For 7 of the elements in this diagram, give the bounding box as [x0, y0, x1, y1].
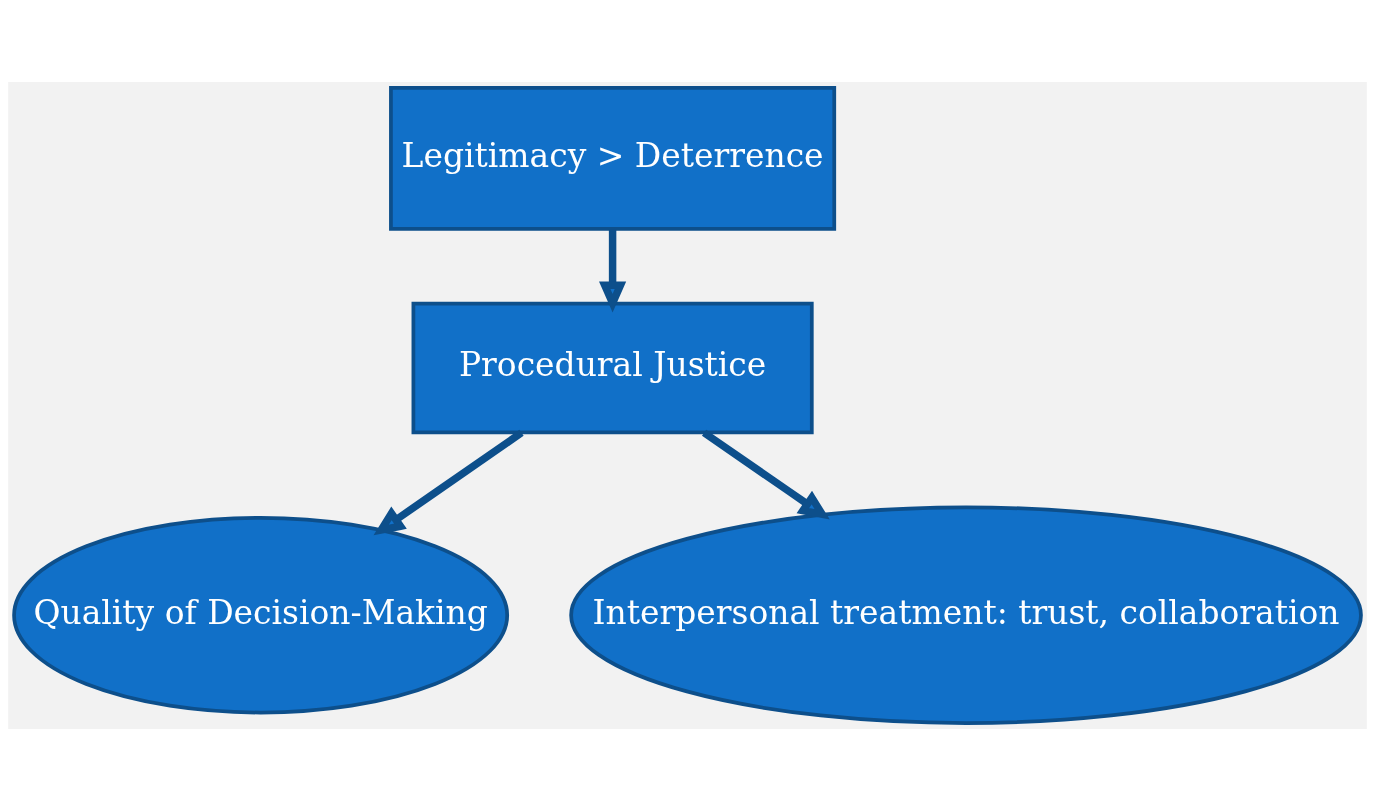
arrow: [701, 429, 830, 520]
arrow: [373, 429, 524, 535]
arrow: [599, 228, 627, 313]
node-ellipse: Interpersonal treatment: trust, collaboration: [569, 504, 1363, 725]
node-box: Procedural Justice: [411, 301, 814, 434]
node-ellipse: Quality of Decision-Making: [12, 515, 510, 714]
node-box: Legitimacy > Deterrence: [389, 85, 837, 231]
